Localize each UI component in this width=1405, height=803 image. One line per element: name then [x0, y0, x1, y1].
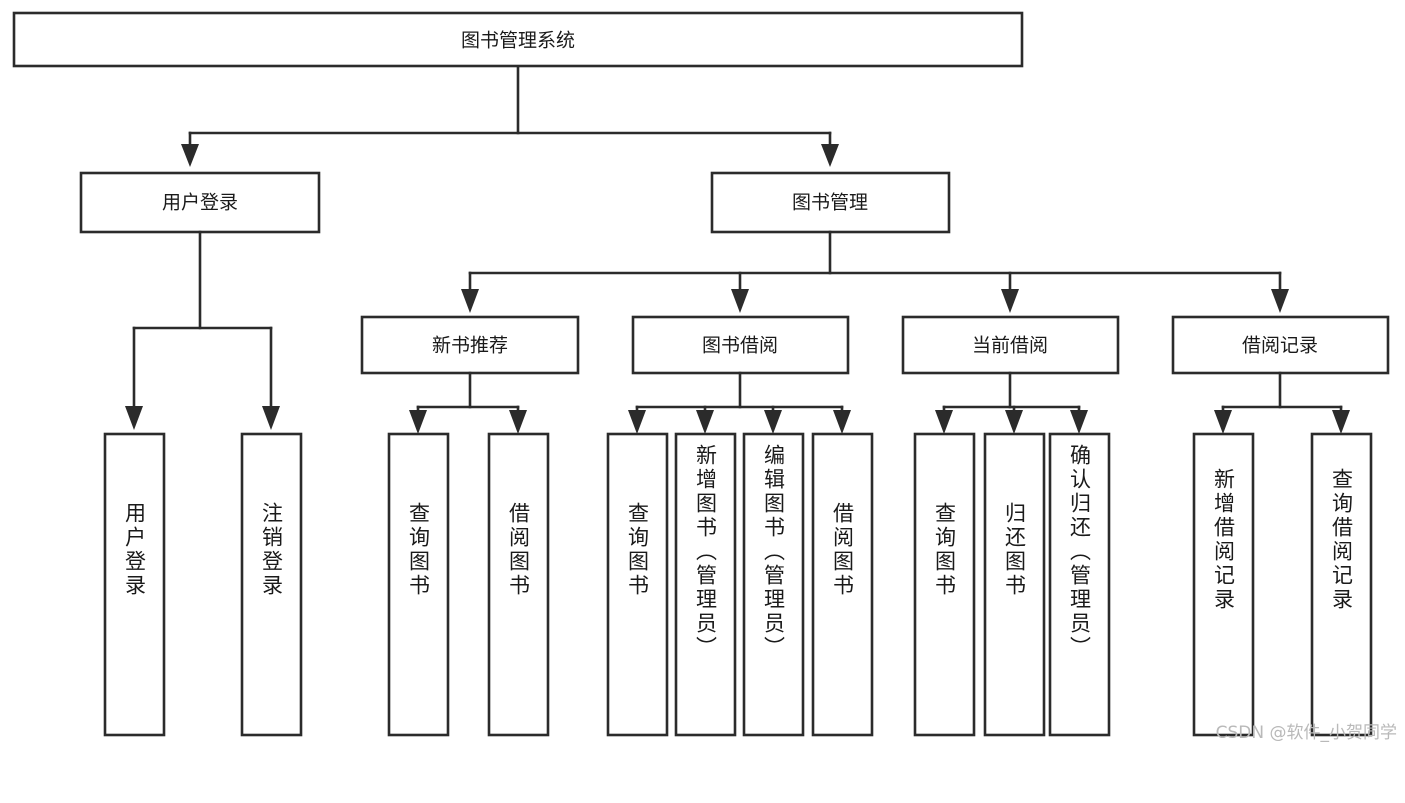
connectors-book-borrow [628, 371, 851, 434]
node-leaf-borrow-book-2-box[interactable] [811, 432, 874, 737]
node-leaf-borrow-book-1-box[interactable] [487, 432, 550, 737]
node-leaf-query-book-2-box[interactable] [606, 432, 669, 737]
connectors-root-to-level1 [181, 64, 839, 167]
node-borrow-record-box[interactable] [1171, 315, 1390, 375]
node-leaf-user-login-box[interactable] [103, 432, 166, 737]
arrow-head-book-manage [821, 144, 839, 167]
arrow-head-leaf-query-book-3 [935, 410, 953, 434]
arrow-head-leaf-query-record [1332, 410, 1350, 434]
node-leaf-confirm-return-box[interactable] [1048, 432, 1111, 737]
arrow-head-leaf-borrow-book-1 [509, 410, 527, 434]
arrow-head-new-book-recommend [461, 289, 479, 313]
arrow-head-leaf-query-book-2 [628, 410, 646, 434]
arrow-head-leaf-user-logout [262, 406, 280, 430]
node-user-login-label: 用户登录 [162, 192, 238, 214]
node-current-borrow-label: 当前借阅 [972, 335, 1048, 357]
arrow-head-leaf-add-record [1214, 410, 1232, 434]
arrow-head-leaf-edit-book [764, 410, 782, 434]
node-leaf-add-record-box[interactable] [1192, 432, 1255, 737]
arrow-head-leaf-query-book-1 [409, 410, 427, 434]
node-book-manage-label: 图书管理 [792, 192, 868, 214]
arrow-head-user-login [181, 144, 199, 167]
arrow-head-leaf-confirm-return [1070, 410, 1088, 434]
connectors-book-manage [461, 230, 1289, 313]
node-leaf-query-book-3-box[interactable] [913, 432, 976, 737]
arrow-head-leaf-user-login [125, 406, 143, 430]
node-borrow-record-label: 借阅记录 [1242, 335, 1318, 357]
node-leaf-edit-book-box[interactable] [742, 432, 805, 737]
diagram-canvas: 图书管理系统 用户登录 图书管理 新书推荐 图书借阅 当前借阅 借阅记录 用户登… [12, 11, 1397, 743]
node-root-label: 图书管理系统 [461, 30, 575, 52]
arrow-head-borrow-record [1271, 289, 1289, 313]
node-leaf-query-book-1-box[interactable] [387, 432, 450, 737]
connectors-current-borrow [935, 371, 1088, 434]
node-current-borrow-box[interactable] [901, 315, 1120, 375]
connectors-new-book-recommend [409, 371, 527, 434]
arrow-head-current-borrow [1001, 289, 1019, 313]
node-book-manage-box[interactable] [710, 171, 951, 234]
diagram-svg: 图书管理系统 用户登录 图书管理 新书推荐 图书借阅 当前借阅 借阅记录 [12, 11, 1390, 737]
node-root-box[interactable] [12, 11, 1024, 68]
node-leaf-return-book-box[interactable] [983, 432, 1046, 737]
arrow-head-leaf-borrow-book-2 [833, 410, 851, 434]
node-leaf-add-book-box[interactable] [674, 432, 737, 737]
node-new-book-recommend-label: 新书推荐 [432, 335, 508, 357]
arrow-head-leaf-add-book [696, 410, 714, 434]
node-leaf-user-logout-box[interactable] [240, 432, 303, 737]
connectors-borrow-record [1214, 371, 1350, 434]
arrow-head-book-borrow [731, 289, 749, 313]
connectors-user-login [125, 230, 280, 430]
node-book-borrow-label: 图书借阅 [702, 335, 778, 357]
arrow-head-leaf-return-book [1005, 410, 1023, 434]
node-book-borrow-box[interactable] [631, 315, 850, 375]
node-new-book-recommend-box[interactable] [360, 315, 580, 375]
node-leaf-query-record-box[interactable] [1310, 432, 1373, 737]
